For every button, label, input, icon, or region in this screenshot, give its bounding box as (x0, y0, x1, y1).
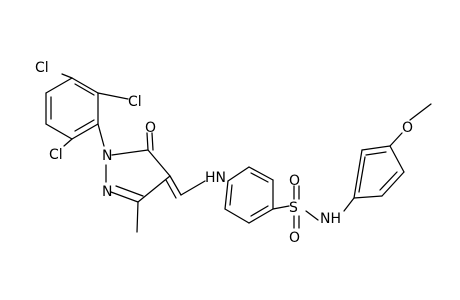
bond (180, 180, 206, 196)
bond (248, 208, 274, 224)
atom-cl-left: Cl (49, 147, 63, 163)
bond (229, 184, 233, 206)
bond (45, 77, 73, 94)
bond (248, 166, 274, 181)
bond (381, 171, 405, 197)
bond (389, 145, 405, 173)
bond (136, 201, 139, 233)
bond (409, 103, 432, 121)
bond (74, 83, 95, 96)
bond (379, 171, 398, 191)
atom-cl-right: Cl (128, 94, 142, 110)
bond (224, 180, 229, 210)
bond (71, 123, 99, 140)
bond (224, 208, 250, 224)
atom-n-ring-eq: N (102, 184, 112, 200)
bond (115, 185, 144, 197)
bond (365, 151, 387, 156)
bond (45, 123, 73, 140)
bond (250, 172, 269, 183)
atom-o-sulfonyl-top: O (289, 173, 300, 189)
bond (165, 179, 177, 199)
atom-o-carbonyl: O (145, 120, 156, 136)
bond (343, 197, 355, 212)
bond (151, 132, 154, 151)
bond (71, 77, 99, 94)
atom-labels: Cl Cl Cl N N O HN S O O NH O (35, 60, 413, 246)
bond (250, 205, 269, 217)
bond (147, 149, 171, 177)
bond (305, 210, 319, 221)
bond (97, 92, 129, 100)
bond (97, 123, 105, 147)
bond (74, 119, 95, 132)
atom-s-sulfonyl: S (289, 200, 298, 216)
bond (358, 156, 366, 193)
atom-o-methoxy: O (402, 120, 413, 136)
bond (61, 73, 73, 79)
bond (169, 175, 182, 196)
bond (227, 166, 250, 182)
bond (353, 195, 383, 199)
bond (272, 205, 290, 210)
bond (110, 191, 139, 203)
atom-nh-sulfonamide: NH (320, 211, 341, 227)
bond (353, 149, 363, 199)
bond (137, 175, 171, 203)
atom-n-ring: N (102, 148, 112, 164)
bond (361, 145, 391, 151)
atom-hn-amine: HN (205, 170, 226, 186)
bond (63, 138, 73, 147)
atom-o-sulfonyl-bottom: O (289, 230, 300, 246)
atom-cl-top: Cl (35, 60, 49, 76)
bond (389, 132, 403, 147)
bond (146, 132, 149, 151)
bond (111, 149, 149, 156)
bonds (45, 73, 432, 233)
